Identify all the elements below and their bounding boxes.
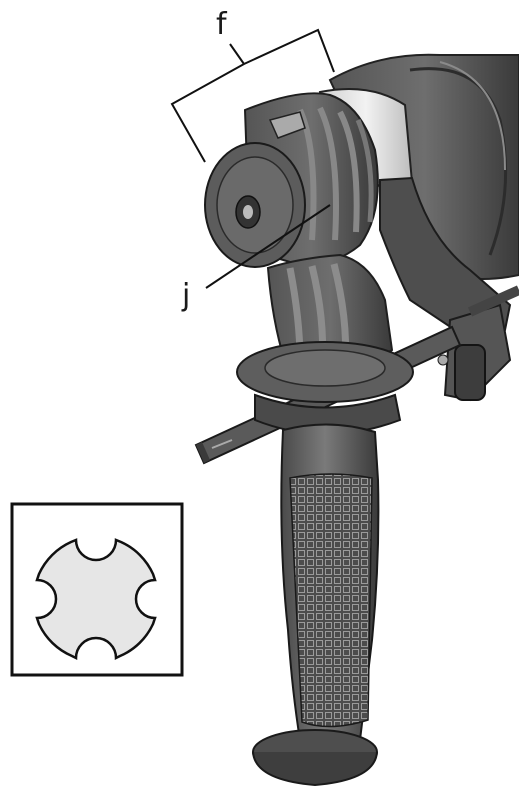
side-handle-grip [252,423,380,787]
callout-j-label: j [181,278,190,313]
callout-f-bracket [170,28,335,163]
callout-j-leader [205,204,331,289]
side-handle-clamp [379,176,512,402]
handle-base [236,341,414,435]
callout-j: j [181,204,331,313]
shank-cross-section [35,538,157,661]
chuck-front-face [204,142,306,268]
callout-f-label: f [216,7,228,42]
sds-shank-profile-inset [10,502,184,677]
callout-f: f [170,7,335,163]
